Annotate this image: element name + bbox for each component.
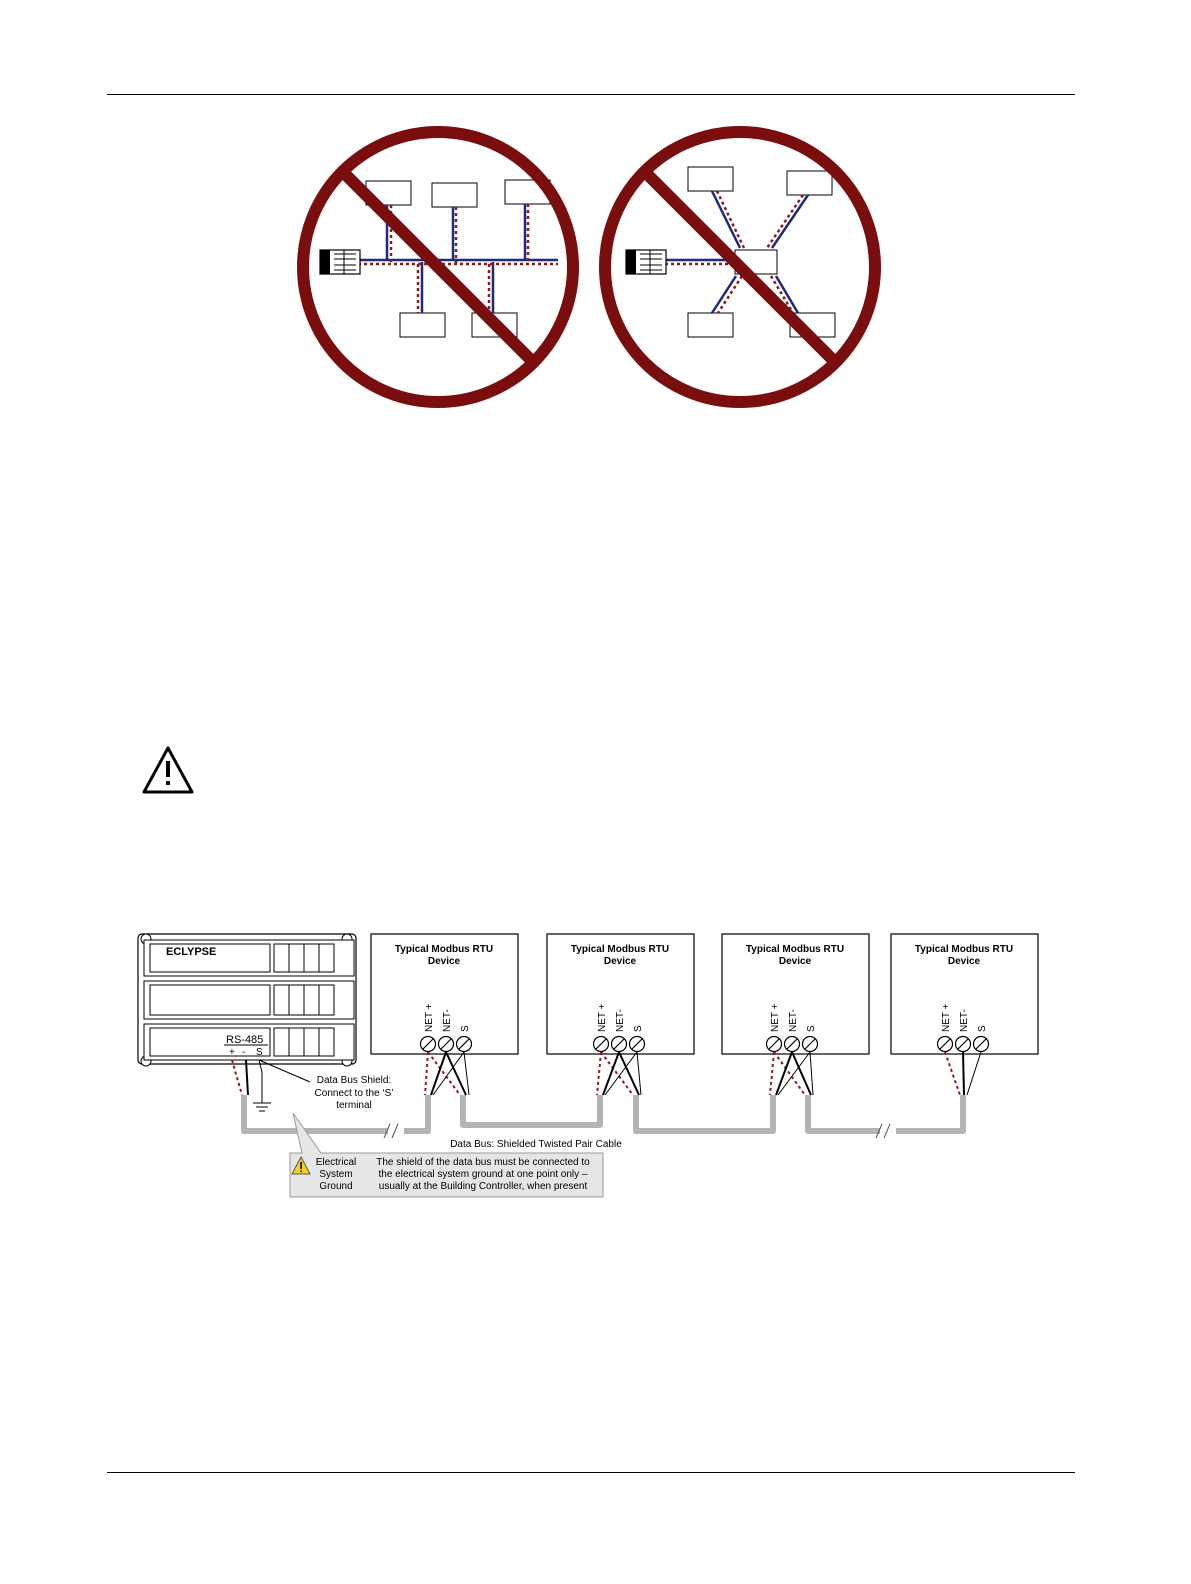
device-wires	[424, 1051, 982, 1096]
device-title: Typical Modbus RTU	[746, 944, 844, 955]
prohibit-circle	[297, 126, 579, 408]
ground-callout: Electrical System Ground The shield of t…	[289, 1112, 604, 1198]
terminal-label: +	[229, 1047, 235, 1058]
device-title: Typical Modbus RTU	[571, 944, 669, 955]
ground-note-line: The shield of the data bus must be conne…	[376, 1157, 590, 1168]
controller-name: ECLYPSE	[166, 946, 216, 958]
star-wires	[665, 190, 810, 314]
footer-rule	[107, 1472, 1075, 1473]
eclypse-controller: ECLYPSE RS-485 + - S	[137, 933, 357, 1067]
device-subtitle: Device	[428, 956, 461, 967]
node-box	[431, 182, 478, 208]
controller-connector-icon	[319, 249, 361, 275]
warning-triangle-icon	[142, 746, 194, 794]
modbus-device: Typical Modbus RTU Device NET + NET- S	[546, 933, 695, 1055]
node-box	[687, 166, 734, 192]
modbus-device: Typical Modbus RTU Device NET + NET- S	[721, 933, 870, 1055]
daisy-chain-wiring-diagram: ECLYPSE RS-485 + - S Data Bus Shield: Co…	[137, 933, 1039, 1198]
cable-label: Data Bus: Shielded Twisted Pair Cable	[450, 1139, 622, 1150]
terminal-label: NET +	[941, 1003, 952, 1032]
device-title: Typical Modbus RTU	[915, 944, 1013, 955]
terminal-label: S	[256, 1047, 263, 1058]
device-subtitle: Device	[604, 956, 637, 967]
terminal-label: NET-	[442, 1009, 453, 1032]
device-title: Typical Modbus RTU	[395, 944, 493, 955]
terminal-label: S	[460, 1025, 471, 1032]
node-box	[399, 312, 446, 338]
device-subtitle: Device	[779, 956, 812, 967]
prohibit-slash	[638, 165, 843, 370]
warning-triangle-icon	[291, 1155, 311, 1175]
ground-symbol-icon	[253, 1100, 271, 1112]
device-subtitle: Device	[948, 956, 981, 967]
terminal-label: S	[977, 1025, 988, 1032]
bus-wires	[358, 204, 558, 313]
terminal-label: NET-	[615, 1009, 626, 1032]
terminal-label: -	[242, 1047, 245, 1058]
terminal-label: S	[806, 1025, 817, 1032]
ground-label-line: Ground	[319, 1181, 352, 1192]
terminal-label: NET +	[597, 1003, 608, 1032]
terminal-label: S	[633, 1025, 644, 1032]
terminal-label: NET +	[424, 1003, 435, 1032]
shield-note-line: terminal	[336, 1100, 372, 1111]
terminal-label: NET +	[770, 1003, 781, 1032]
terminal-label: NET-	[788, 1009, 799, 1032]
ground-note-line: usually at the Building Controller, when…	[379, 1181, 588, 1192]
controller-port-label: RS-485	[226, 1034, 263, 1046]
ground-note-line: the electrical system ground at one poin…	[378, 1169, 587, 1180]
ground-label-line: Electrical	[316, 1157, 357, 1168]
header-rule	[107, 94, 1075, 95]
prohibit-circle	[599, 126, 881, 408]
controller-connector-icon	[625, 249, 667, 275]
prohibited-tap-topology	[297, 126, 579, 408]
shield-note-line: Connect to the ‘S’	[315, 1088, 394, 1099]
modbus-device: Typical Modbus RTU Device NET + NET- S	[890, 933, 1039, 1055]
prohibit-slash	[336, 165, 541, 370]
modbus-device: Typical Modbus RTU Device NET + NET- S	[370, 933, 519, 1055]
node-box	[786, 170, 833, 196]
prohibited-star-topology	[599, 126, 881, 408]
ground-label-line: System	[319, 1169, 352, 1180]
data-bus-cable	[241, 1095, 966, 1134]
terminal-label: NET-	[959, 1009, 970, 1032]
node-box	[687, 312, 734, 338]
cable-break-marks	[383, 1123, 891, 1139]
shield-note-line: Data Bus Shield:	[317, 1075, 392, 1086]
controller-wires	[231, 1059, 311, 1100]
